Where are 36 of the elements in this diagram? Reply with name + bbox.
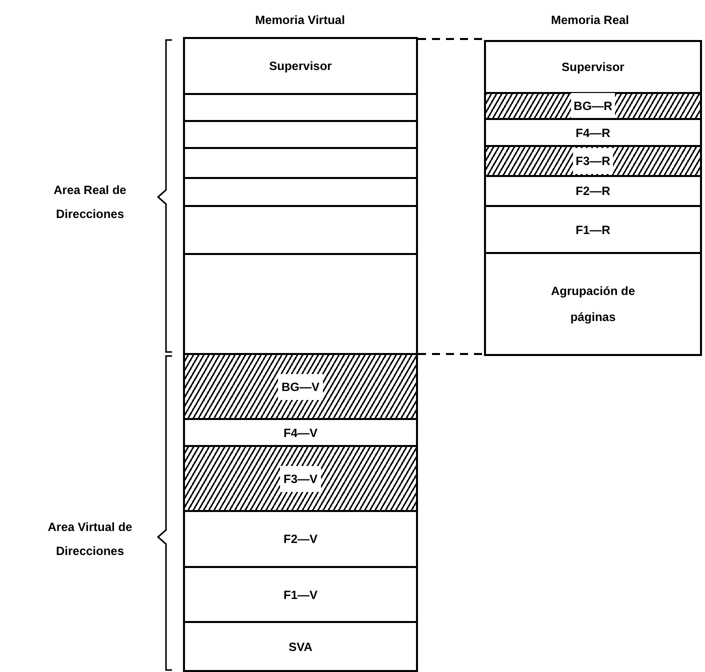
dashed-line	[418, 353, 484, 355]
memory-segment	[484, 205, 702, 254]
memory-segment	[183, 147, 418, 179]
memory-segment	[183, 510, 418, 568]
segment-label: F4—R	[576, 124, 610, 142]
dashed-line	[418, 38, 484, 40]
segment-label: BG—R	[570, 93, 616, 119]
column-heading: Memoria Virtual	[254, 12, 346, 29]
segment-label: F1—R	[576, 222, 610, 238]
segment-label: F4—V	[283, 424, 318, 442]
segment-label: F3—R	[572, 148, 614, 174]
hatched-memory-segment	[484, 145, 702, 177]
memory-segment	[183, 566, 418, 623]
segment-label: SVA	[288, 638, 312, 656]
hatched-memory-segment	[183, 353, 418, 420]
column-heading: Memoria Real	[550, 12, 630, 29]
memory-segment	[183, 120, 418, 149]
bracket-label: Area Real de Direcciones	[52, 182, 128, 223]
segment-label: Agrupación de páginas	[550, 283, 636, 326]
segment-label: F2—V	[283, 531, 318, 548]
memory-segment	[484, 175, 702, 207]
hatched-memory-segment	[484, 92, 702, 120]
memory-segment	[183, 93, 418, 122]
memory-segment	[183, 621, 418, 672]
segment-label: F2—R	[576, 183, 610, 200]
memory-segment	[484, 252, 702, 356]
bracket-label: Area Virtual de Direcciones	[46, 519, 134, 560]
memory-segment	[183, 37, 418, 95]
segment-label: F3—V	[280, 466, 320, 492]
segment-label: F1—V	[283, 586, 318, 604]
segment-label: BG—V	[278, 374, 322, 400]
segment-label: Supervisor	[269, 58, 332, 75]
memory-segment	[183, 177, 418, 207]
segment-label: Supervisor	[562, 59, 624, 76]
hatched-memory-segment	[183, 445, 418, 512]
memory-segment	[183, 205, 418, 255]
